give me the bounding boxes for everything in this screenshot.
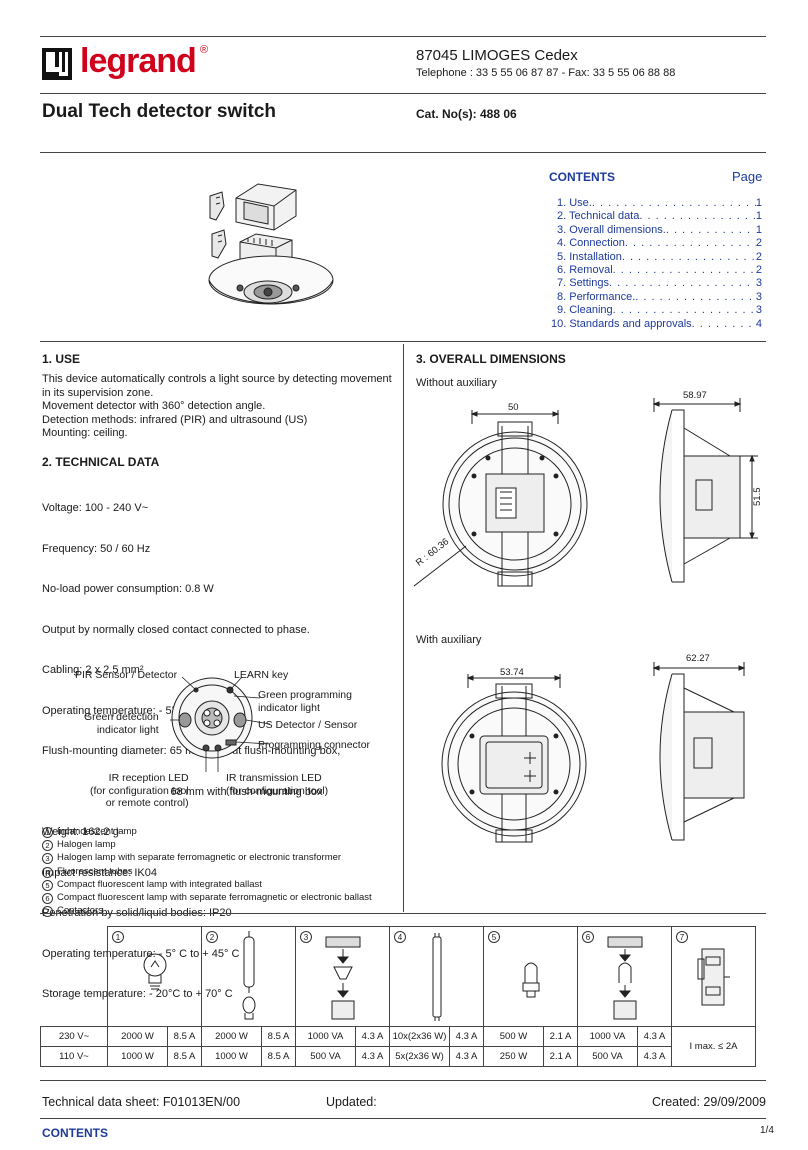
lamp-col-7: 7 [671,926,756,1027]
dim-width-6227: 62.27 [686,653,710,664]
toc-item-use[interactable]: 1. Use.1 [520,197,762,210]
halogen-transformer-icon [325,936,361,1020]
lamp-col-3: 3 [295,926,390,1027]
header-rule [40,93,766,94]
top-view-with-aux [441,674,587,843]
toc-item-connection[interactable]: 4. Connection2 [520,237,762,250]
lamp-col-6: 6 [577,926,672,1027]
table-row: 110 V~ 1000 W 8.5 A 1000 W 8.5 A 500 VA … [40,1046,756,1067]
catalog-number: Cat. No(s): 488 06 [416,107,517,121]
without-aux-label: Without auxiliary [416,377,497,389]
toc-item-removal[interactable]: 6. Removal2 [520,264,762,277]
load-capacity-table: 1 2 3 4 5 [40,926,756,1067]
company-phone: Telephone : 33 5 55 06 87 87 - Fax: 33 5… [416,67,676,79]
column-divider [403,344,404,912]
label-us-detector: US Detector / Sensor [258,719,358,731]
title-rule [40,152,766,153]
label-ir-transmission: IR transmission LED (for configuration t… [226,772,329,797]
legrand-logo: legrand ® [40,42,230,86]
compact-fluorescent-icon [522,962,540,998]
label-green-programming: Green programming indicator light [258,689,352,714]
product-illustration [208,183,334,305]
toc-item-cleaning[interactable]: 9. Cleaning3 [520,304,762,317]
table-of-contents: 1. Use.1 2. Technical data1 3. Overall d… [520,197,762,331]
toc-item-overall-dimensions[interactable]: 3. Overall dimensions.1 [520,224,762,237]
footer-rule [40,1080,766,1081]
tech-heading: 2. TECHNICAL DATA [42,455,160,469]
footer-updated: Updated: [326,1095,377,1109]
footer-created: Created: 29/09/2009 [652,1095,766,1109]
label-ir-reception: IR reception LED (for configuration tool… [90,772,189,809]
label-pir-sensor: PIR Sensor / Detector [75,669,178,681]
lamp-col-5: 5 [483,926,578,1027]
with-aux-label: With auxiliary [416,634,482,646]
footer-bottom-rule [40,1118,766,1119]
top-rule [40,36,766,37]
brand-registered: ® [200,44,209,56]
dim-height-515: 51.5 [752,487,763,507]
label-programming-connector: Programming connector [258,739,371,751]
dim-width-5374: 53.74 [500,667,524,678]
dim-width-5897: 58.97 [683,390,707,401]
lamp-col-2: 2 [201,926,296,1027]
use-heading: 1. USE [42,352,81,366]
contents-heading: CONTENTS [549,170,615,184]
contents-page-label: Page [732,169,763,184]
contactor-icon [697,948,730,1006]
toc-item-performance[interactable]: 8. Performance.3 [520,291,762,304]
toc-item-settings[interactable]: 7. Settings3 [520,277,762,290]
legrand-mark-icon [42,48,72,80]
fluorescent-tube-icon [432,933,442,1021]
table-row: 230 V~ 2000 W 8.5 A 2000 W 8.5 A 1000 VA… [40,1026,756,1067]
top-view-without-aux [413,410,588,587]
toc-item-standards[interactable]: 10. Standards and approvals4 [520,318,762,331]
company-address: 87045 LIMOGES Cedex [416,47,578,64]
lamp-col-4: 4 [389,926,484,1027]
lamp-col-1: 1 [107,926,202,1027]
label-green-detection: Green detection indicator light [84,711,159,736]
cfl-ballast-icon [607,936,643,1020]
contents-rule [40,341,766,342]
contactor-imax: I max. ≤ 2A [671,1026,756,1067]
halogen-lamp-icon [242,931,256,1020]
dim-width-50: 50 [508,402,519,413]
icon-row: 1 2 3 4 5 [41,926,756,1027]
contents-link[interactable]: CONTENTS [42,1126,108,1140]
side-view-with-aux [652,662,746,841]
side-view-without-aux [652,398,758,583]
label-learn-key: LEARN key [234,669,289,681]
footer-sheet-id: Technical data sheet: F01013EN/00 [42,1095,241,1109]
use-text: This device automatically controls a lig… [42,373,392,439]
incandescent-lamp-icon [143,953,167,990]
toc-item-technical-data[interactable]: 2. Technical data1 [520,210,762,223]
page-number: 1/4 [760,1125,774,1136]
sensor-face-diagram [170,676,270,772]
brand-wordmark: legrand [80,42,197,80]
dimensions-heading: 3. OVERALL DIMENSIONS [416,352,566,366]
document-title: Dual Tech detector switch [42,101,277,122]
toc-item-installation[interactable]: 5. Installation2 [520,251,762,264]
table-top-rule [40,913,766,914]
